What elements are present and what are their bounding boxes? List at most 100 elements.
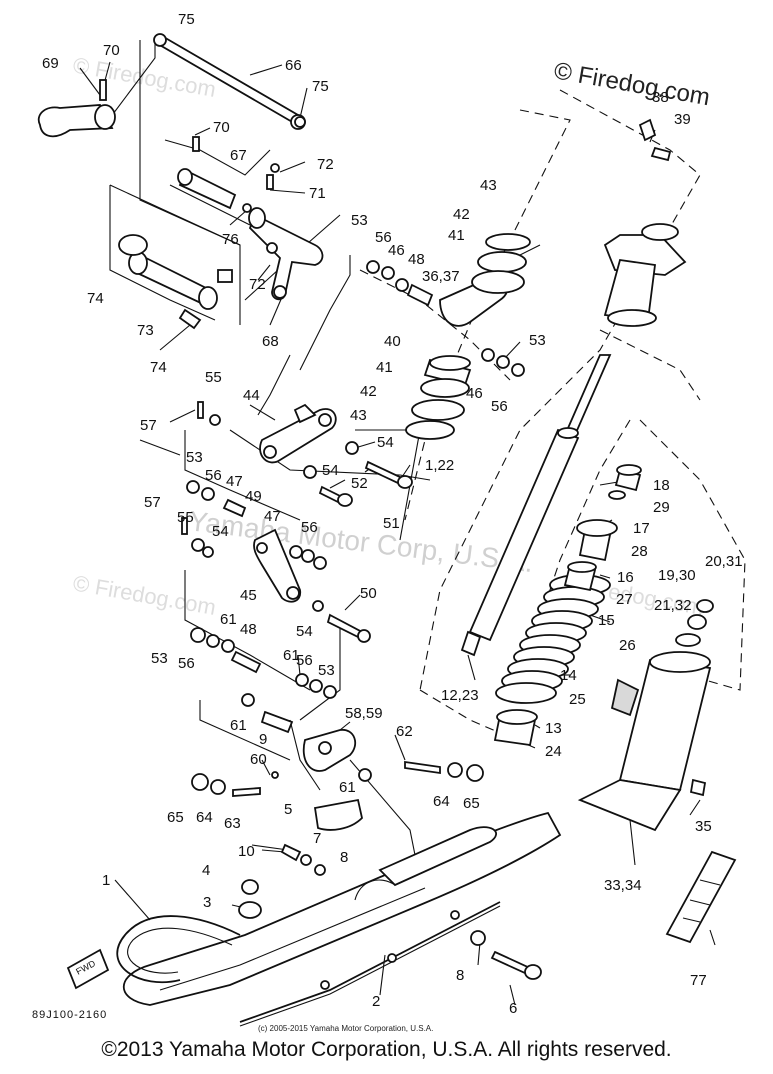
part-label: 74	[87, 290, 104, 307]
small-copyright: (c) 2005-2015 Yamaha Motor Corporation, …	[258, 1024, 433, 1033]
part-label: 21,32	[654, 597, 692, 614]
part-label: 15	[598, 612, 615, 629]
part-label: 52	[351, 475, 368, 492]
part-label: 56	[491, 398, 508, 415]
part-label: 75	[312, 78, 329, 95]
part-label: 28	[631, 543, 648, 560]
watermark-faint-left: © Firedog.com	[71, 570, 218, 620]
part-label: 47	[226, 473, 243, 490]
part-label: 72	[249, 276, 266, 293]
part-label: 51	[383, 515, 400, 532]
part-label: 24	[545, 743, 562, 760]
part-label: 55	[205, 369, 222, 386]
part-label: 29	[653, 499, 670, 516]
part-label: 16	[617, 569, 634, 586]
part-label: 6	[509, 1000, 517, 1017]
part-label: 7	[313, 830, 321, 847]
part-label: 44	[243, 387, 260, 404]
part-label: 19,30	[658, 567, 696, 584]
part-label: 40	[384, 333, 401, 350]
part-label: 54	[322, 462, 339, 479]
part-label: 56	[205, 467, 222, 484]
part-label: 70	[103, 42, 120, 59]
part-label: 48	[240, 621, 257, 638]
part-label: 53	[151, 650, 168, 667]
part-label: 69	[42, 55, 59, 72]
part-label: 18	[653, 477, 670, 494]
part-label: 65	[167, 809, 184, 826]
part-label: 76	[222, 231, 239, 248]
shock-mount-stack	[366, 233, 531, 440]
part-label: 70	[213, 119, 230, 136]
part-label: 42	[453, 206, 470, 223]
ski-assembly: FWD	[66, 729, 737, 1027]
part-label: 50	[360, 585, 377, 602]
footer-copyright: ©2013 Yamaha Motor Corporation, U.S.A. A…	[101, 1038, 672, 1061]
part-label: 61	[230, 717, 247, 734]
part-label: 41	[376, 359, 393, 376]
part-label: 68	[262, 333, 279, 350]
part-label: 77	[690, 972, 707, 989]
part-label: 46	[388, 242, 405, 259]
part-label: 61	[339, 779, 356, 796]
part-label: 13	[545, 720, 562, 737]
part-label: 53	[351, 212, 368, 229]
part-label: 53	[318, 662, 335, 679]
part-label: 55	[177, 509, 194, 526]
part-label: 3	[203, 894, 211, 911]
part-label: 64	[196, 809, 213, 826]
part-label: 8	[456, 967, 464, 984]
part-label: 75	[178, 11, 195, 28]
part-label: 62	[396, 723, 413, 740]
part-label: 8	[340, 849, 348, 866]
part-label: 36,37	[422, 268, 460, 285]
part-label: 1,22	[425, 457, 454, 474]
part-label: 43	[350, 407, 367, 424]
part-label: 39	[674, 111, 691, 128]
part-label: 63	[224, 815, 241, 832]
part-label: 56	[301, 519, 318, 536]
upper-linkage-parts	[37, 33, 324, 330]
part-label: 25	[569, 691, 586, 708]
part-label: 5	[284, 801, 292, 818]
part-label: 26	[619, 637, 636, 654]
part-label: 49	[245, 488, 262, 505]
part-label: 64	[433, 793, 450, 810]
part-label: 41	[448, 227, 465, 244]
part-label: 17	[633, 520, 650, 537]
part-label: 54	[212, 523, 229, 540]
part-label: 54	[296, 623, 313, 640]
part-label: 71	[309, 185, 326, 202]
part-label: 60	[250, 751, 267, 768]
watermark-corner: © Firedog.com	[552, 57, 712, 111]
part-label: 54	[377, 434, 394, 451]
part-label: 35	[695, 818, 712, 835]
part-label: 27	[616, 591, 633, 608]
part-label: 42	[360, 383, 377, 400]
part-label: 33,34	[604, 877, 642, 894]
part-label: 74	[150, 359, 167, 376]
part-label: 73	[137, 322, 154, 339]
part-label: 48	[408, 251, 425, 268]
part-label: 66	[285, 57, 302, 74]
part-label: 61	[220, 611, 237, 628]
part-label: 67	[230, 147, 247, 164]
part-label: 2	[372, 993, 380, 1010]
middle-linkage-parts	[181, 401, 413, 734]
part-label: 58,59	[345, 705, 383, 722]
part-label: 9	[259, 731, 267, 748]
part-label: 43	[480, 177, 497, 194]
part-label: 10	[238, 843, 255, 860]
part-label: 20,31	[705, 553, 743, 570]
part-label: 12,23	[441, 687, 479, 704]
part-label: 53	[186, 449, 203, 466]
part-label: 14	[560, 667, 577, 684]
diagram-ref: 89J100-2160	[32, 1009, 107, 1021]
part-label: 57	[140, 417, 157, 434]
part-label: 65	[463, 795, 480, 812]
watermark-center: Yamaha Motor Corp, U.S.A.	[187, 505, 535, 578]
part-label: 72	[317, 156, 334, 173]
part-label: 56	[375, 229, 392, 246]
